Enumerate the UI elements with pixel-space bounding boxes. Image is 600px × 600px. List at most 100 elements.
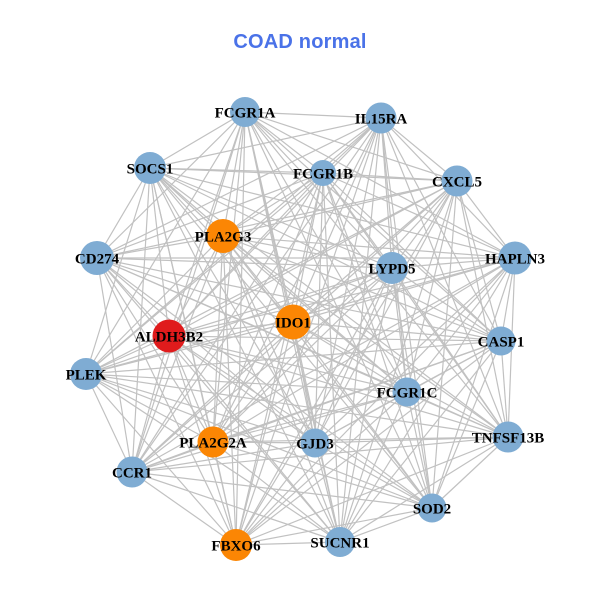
graph-edge (235, 180, 458, 546)
graph-edge (292, 321, 316, 444)
graph-edge (212, 172, 324, 443)
graph-edge (131, 471, 237, 546)
graph-edge (292, 117, 382, 323)
graph-edge (131, 167, 151, 473)
graph-edge (222, 235, 393, 269)
graph-edge (96, 257, 393, 269)
graph-edge (85, 172, 324, 375)
graph-edge (131, 111, 246, 473)
node-label-pla2g3: PLA2G3 (195, 229, 252, 245)
graph-edge (406, 391, 509, 438)
node-label-cd274: CD274 (75, 251, 120, 267)
chart-title: COAD normal (233, 31, 367, 53)
graph-edge (235, 436, 509, 546)
graph-node-sod2 (417, 493, 447, 523)
graph-edge (339, 180, 458, 543)
graph-node-sucnr1 (325, 527, 355, 557)
node-label-cxcl5: CXCL5 (432, 174, 482, 190)
graph-edge (96, 111, 246, 259)
graph-edge (222, 235, 509, 438)
graph-edge (149, 167, 408, 393)
graph-edge (131, 257, 516, 473)
graph-edge (322, 172, 341, 543)
graph-edge (168, 267, 393, 337)
graph-edge (456, 180, 509, 438)
graph-edge (168, 335, 316, 444)
graph-edge (168, 335, 509, 438)
node-label-sod2: SOD2 (413, 501, 451, 517)
labels-layer: FCGR1A IL15RA SOCS1 FCGR1B CXCL5PLA2G3CD274L… (66, 105, 545, 554)
graph-node-tnfsf13b (492, 421, 524, 453)
graph-edge (322, 172, 458, 182)
graph-edge (292, 257, 516, 323)
node-label-ido1: IDO1 (275, 315, 311, 331)
graph-edge (235, 507, 433, 546)
graph-edge (96, 257, 509, 438)
graph-edge (96, 257, 341, 543)
node-label-fcgr1b: FCGR1B (293, 166, 353, 182)
graph-node-socs1 (134, 152, 166, 184)
node-label-lypd5: LYPD5 (369, 261, 416, 277)
graph-edge (85, 373, 316, 444)
graph-node-casp1 (486, 326, 516, 356)
edges-layer (85, 111, 516, 546)
graph-edge (96, 257, 316, 444)
graph-edge (235, 340, 502, 546)
graph-edge (222, 172, 324, 237)
graph-node-plek (70, 358, 102, 390)
graph-edge (314, 436, 509, 444)
graph-edge (314, 180, 458, 444)
graph-edge (314, 391, 408, 444)
graph-edge (339, 267, 393, 543)
graph-edge (314, 257, 516, 444)
graph-edge (149, 111, 246, 169)
graph-edge (431, 340, 502, 509)
graph-edge (168, 117, 382, 337)
node-label-pla2g2a: PLA2G2A (179, 435, 247, 451)
graph-edge (314, 117, 382, 444)
graph-edge (431, 436, 509, 509)
graph-edge (339, 391, 408, 543)
graph-edge (168, 335, 214, 443)
graph-edge (149, 167, 516, 259)
graph-edge (292, 180, 458, 323)
graph-edge (380, 117, 458, 182)
graph-edge (96, 257, 433, 509)
graph-edge (131, 340, 502, 473)
graph-node-ccr1 (116, 456, 148, 488)
graph-edge (85, 373, 237, 546)
node-label-socs1: SOCS1 (127, 161, 174, 177)
graph-node-cd274 (80, 241, 114, 275)
node-label-fcgr1a: FCGR1A (215, 105, 276, 121)
graph-edge (406, 257, 516, 393)
graph-edge (85, 373, 133, 473)
graph-edge (168, 321, 294, 337)
graph-edge (131, 391, 408, 473)
graph-edge (339, 507, 433, 543)
graph-edge (222, 111, 246, 237)
graph-edge (244, 111, 382, 119)
graph-edge (131, 235, 224, 473)
graph-edge (380, 117, 433, 509)
graph-edge (168, 235, 224, 337)
graph-edge (322, 172, 433, 509)
graph-edge (96, 257, 170, 337)
nodes-layer (70, 97, 532, 561)
graph-edge (85, 340, 502, 375)
node-label-il15ra: IL15RA (355, 111, 408, 127)
graph-edge (244, 111, 324, 174)
node-label-hapln3: HAPLN3 (485, 251, 545, 267)
node-label-fcgr1c: FCGR1C (377, 385, 438, 401)
graph-edge (131, 117, 382, 473)
graph-edge (96, 180, 458, 259)
node-label-aldh3b2: ALDH3B2 (135, 329, 203, 345)
graph-node-gjd3 (300, 428, 330, 458)
graph-edge (85, 373, 509, 438)
graph-edge (292, 321, 502, 342)
graph-edge (96, 117, 382, 259)
node-label-plek: PLEK (66, 367, 107, 383)
graph-edge (149, 167, 502, 342)
graph-node-il15ra (365, 102, 397, 134)
